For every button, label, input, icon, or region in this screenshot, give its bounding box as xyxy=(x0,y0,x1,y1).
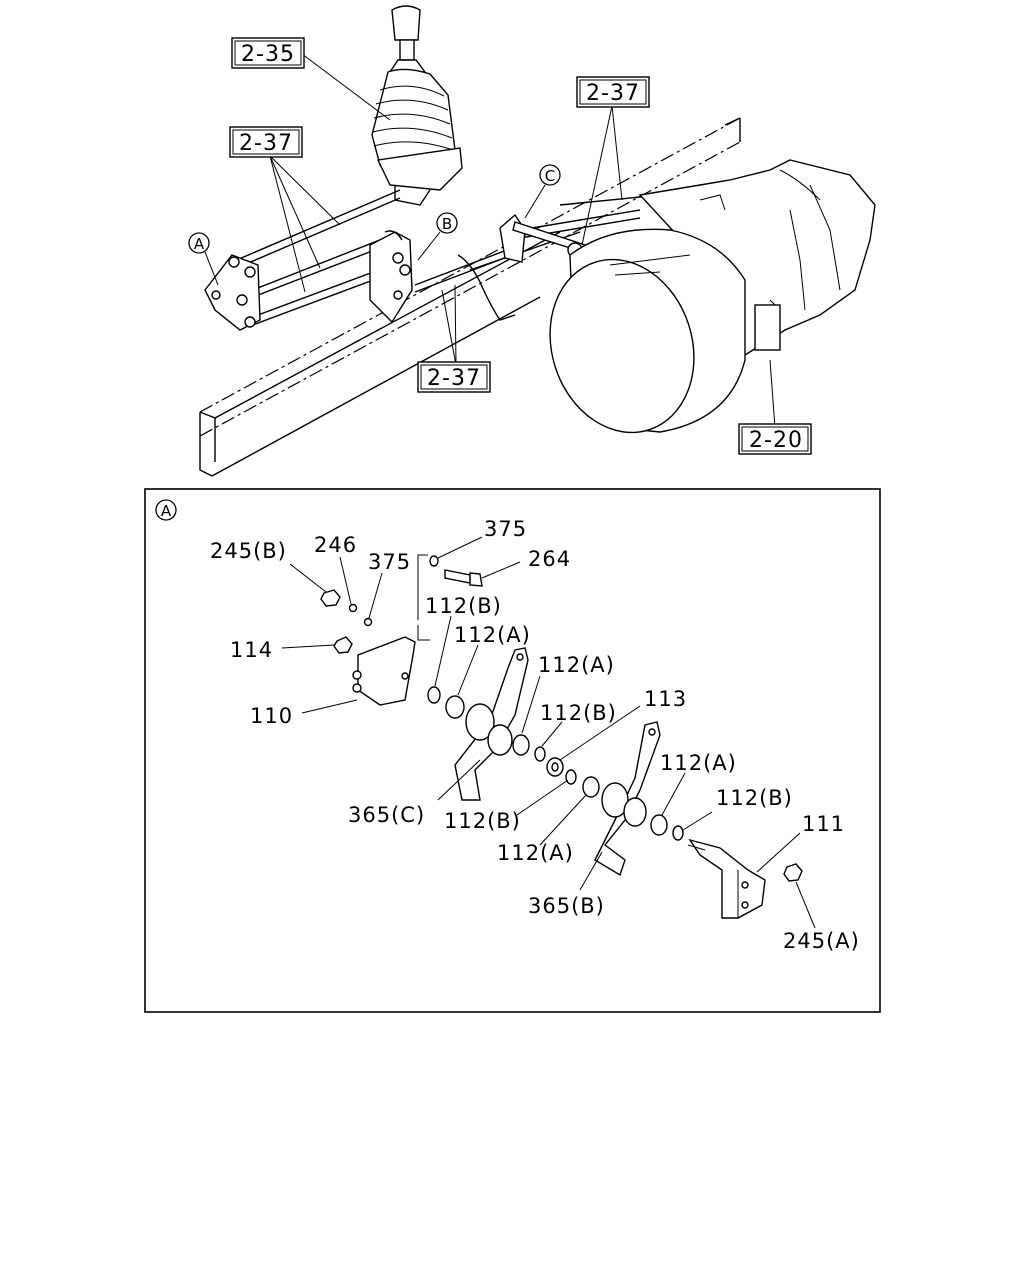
ref-label-2-37-left: 2-37 xyxy=(239,131,293,156)
label-113: 113 xyxy=(644,687,687,711)
ref-box-2-37-top-right: 2-37 xyxy=(576,76,650,108)
upper-leaders xyxy=(204,53,776,429)
label-264: 264 xyxy=(528,547,571,571)
ref-box-2-35: 2-35 xyxy=(231,37,305,69)
ref-label-2-37-bottom: 2-37 xyxy=(427,366,481,391)
svg-text:C: C xyxy=(545,167,555,185)
label-112a-2: 112(A) xyxy=(538,653,615,677)
ref-box-2-37-left: 2-37 xyxy=(229,126,303,158)
linkage-bracket-a xyxy=(204,254,261,331)
ref-box-2-37-bottom: 2-37 xyxy=(417,361,491,393)
label-375-left: 375 xyxy=(368,550,411,574)
label-114: 114 xyxy=(230,638,273,662)
detail-labels: 245(B) 246 375 375 264 112(B) 112(A) 114… xyxy=(210,517,860,953)
marker-b: B xyxy=(436,212,458,234)
cable-bend xyxy=(457,254,516,321)
detail-marker: A xyxy=(155,499,177,521)
label-112a-1: 112(A) xyxy=(454,623,531,647)
detail-leaders xyxy=(281,536,816,929)
label-245a: 245(A) xyxy=(783,929,860,953)
detail-parts xyxy=(320,555,803,919)
label-110: 110 xyxy=(250,704,293,728)
label-112a-3: 112(A) xyxy=(660,751,737,775)
ref-label-2-20: 2-20 xyxy=(749,428,803,453)
label-112b-4: 112(B) xyxy=(444,809,521,833)
ref-label-2-35: 2-35 xyxy=(241,42,295,67)
ref-box-2-20: 2-20 xyxy=(738,423,812,455)
label-111: 111 xyxy=(802,812,845,836)
ref-label-2-37-top-right: 2-37 xyxy=(586,81,640,106)
label-245b: 245(B) xyxy=(210,539,287,563)
label-365c: 365(C) xyxy=(348,803,425,827)
shift-lever xyxy=(371,5,463,206)
transmission xyxy=(638,159,876,357)
detail-a-panel: A xyxy=(144,488,881,1013)
label-365b: 365(B) xyxy=(528,894,605,918)
label-112b-3: 112(B) xyxy=(716,786,793,810)
svg-text:B: B xyxy=(442,215,452,233)
marker-a: A xyxy=(188,232,210,254)
label-112a-4: 112(A) xyxy=(497,841,574,865)
linkage-bracket-b xyxy=(369,230,413,324)
svg-text:A: A xyxy=(194,235,205,253)
label-112b-2: 112(B) xyxy=(540,701,617,725)
label-246: 246 xyxy=(314,533,357,557)
clutch-housing xyxy=(549,228,746,434)
marker-c: C xyxy=(539,164,561,186)
label-375-top: 375 xyxy=(484,517,527,541)
svg-text:A: A xyxy=(161,502,172,520)
upper-assembly-view: 2-35 2-37 2-37 2-37 2-20 A B xyxy=(188,5,876,477)
label-112b-1: 112(B) xyxy=(425,594,502,618)
